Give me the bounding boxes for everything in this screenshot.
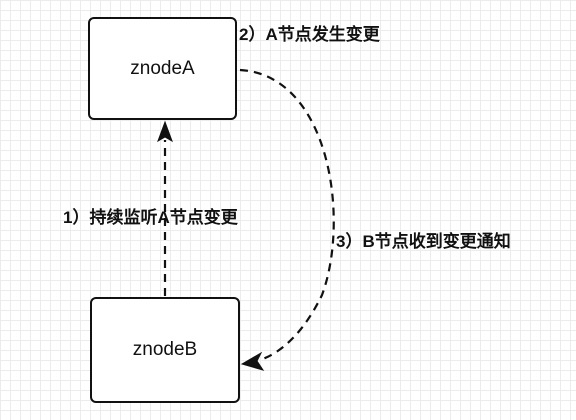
node-znode-a-label: znodeA: [130, 57, 195, 79]
edge-label-step-2: 2）A节点发生变更: [239, 25, 380, 44]
node-znode-b[interactable]: znodeB: [90, 297, 240, 403]
node-znode-a[interactable]: znodeA: [88, 17, 237, 120]
edge-b-to-a-arrowhead: [157, 120, 173, 143]
edge-a-to-b-curve: [239, 68, 335, 362]
edge-label-step-3: 3）B节点收到变更通知: [336, 232, 511, 251]
edge-label-step-1: 1）持续监听A节点变更: [63, 208, 238, 227]
node-znode-b-label: znodeB: [132, 339, 198, 360]
edge-a-to-b-arrowhead: [240, 351, 265, 371]
